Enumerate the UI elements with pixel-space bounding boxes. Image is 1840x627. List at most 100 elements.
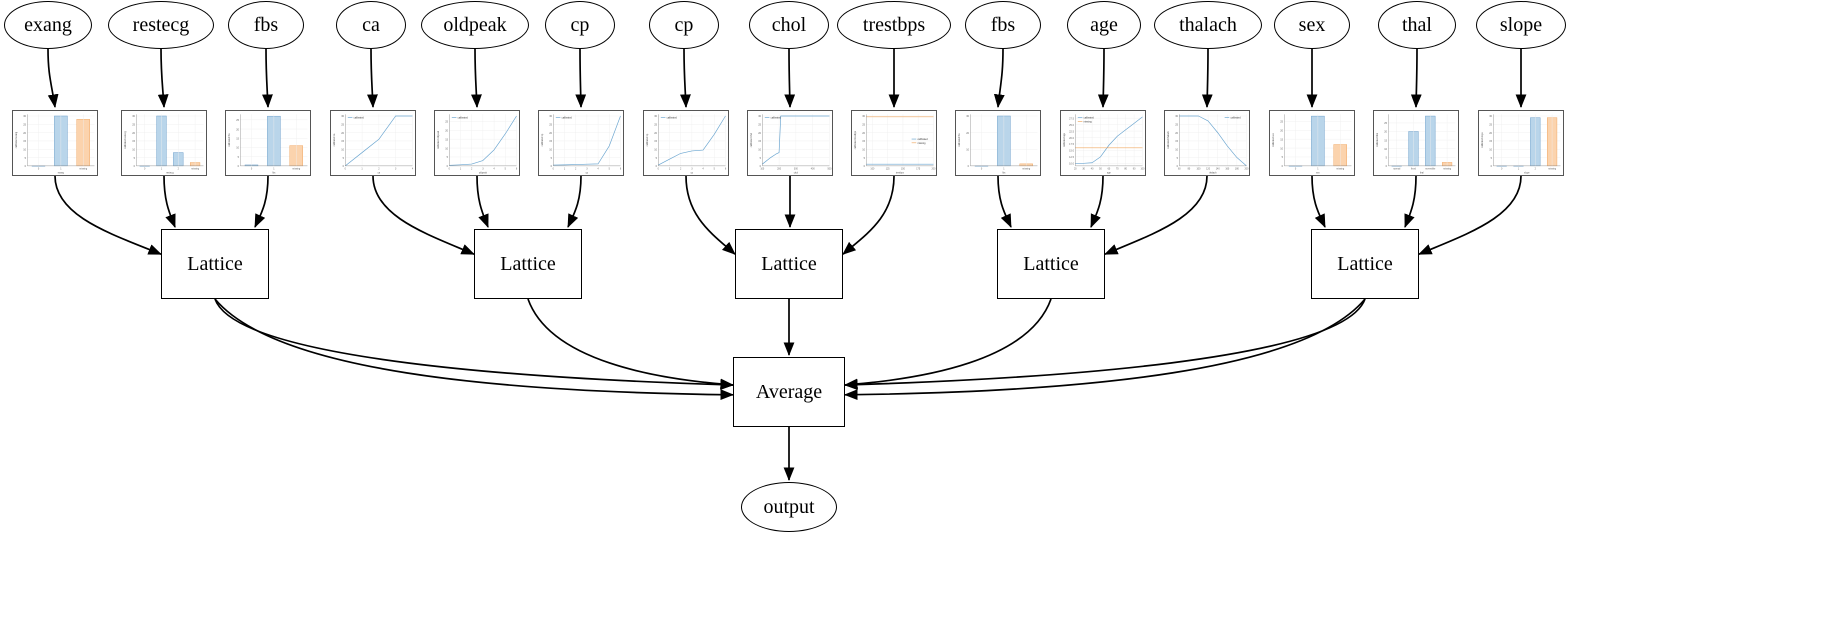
svg-text:25: 25 <box>758 124 761 127</box>
lattice-node-2[interactable]: Lattice <box>735 229 843 299</box>
svg-text:2: 2 <box>1535 169 1537 171</box>
svg-text:15: 15 <box>23 140 26 143</box>
feature-node-restecg[interactable]: restecg <box>108 1 214 49</box>
lattice-node-0[interactable]: Lattice <box>161 229 269 299</box>
svg-text:180: 180 <box>1235 169 1240 171</box>
feature-node-fbs[interactable]: fbs <box>228 1 304 49</box>
plot-xlabel: trestbps <box>896 172 905 175</box>
feature-node-label: age <box>1090 14 1118 36</box>
svg-text:0: 0 <box>251 169 253 171</box>
lattice-node-3[interactable]: Lattice <box>997 229 1105 299</box>
svg-text:calibrated: calibrated <box>1084 117 1095 120</box>
svg-text:5: 5 <box>447 156 449 159</box>
svg-text:0: 0 <box>449 169 451 171</box>
svg-text:40: 40 <box>1091 169 1094 171</box>
svg-text:25: 25 <box>236 119 239 122</box>
svg-text:4: 4 <box>702 169 704 171</box>
svg-text:5: 5 <box>238 156 240 159</box>
svg-text:0: 0 <box>760 165 762 168</box>
svg-text:1: 1 <box>273 169 275 171</box>
svg-text:5: 5 <box>1177 157 1179 160</box>
feature-node-label: cp <box>674 14 694 36</box>
feature-node-label: fbs <box>990 14 1016 36</box>
graph-edge <box>1404 175 1417 228</box>
svg-text:reversible: reversible <box>1425 168 1436 171</box>
graph-edge <box>1201 48 1213 109</box>
feature-node-thal[interactable]: thal <box>1378 1 1456 49</box>
svg-text:5: 5 <box>714 169 716 171</box>
graph-edge <box>997 175 1012 228</box>
graph-edge <box>567 175 582 228</box>
feature-node-thalach[interactable]: thalach <box>1154 1 1262 49</box>
svg-text:25: 25 <box>23 124 26 127</box>
feature-node-oldpeak[interactable]: oldpeak <box>421 1 529 49</box>
feature-node-sex[interactable]: sex <box>1274 1 1350 49</box>
feature-node-ca[interactable]: ca <box>336 1 406 49</box>
feature-node-exang[interactable]: exang <box>4 1 92 49</box>
svg-text:30: 30 <box>758 115 761 118</box>
svg-text:27.5: 27.5 <box>1069 117 1075 120</box>
svg-text:30: 30 <box>23 115 26 118</box>
feature-node-cp[interactable]: cp <box>649 1 719 49</box>
average-node[interactable]: Average <box>733 357 845 427</box>
svg-text:5: 5 <box>609 169 611 171</box>
svg-text:125: 125 <box>886 169 891 171</box>
svg-text:20: 20 <box>966 132 969 135</box>
svg-text:missing: missing <box>1336 169 1345 171</box>
feature-node-slope[interactable]: slope <box>1476 1 1566 49</box>
feature-node-label: cp <box>570 14 590 36</box>
svg-text:20: 20 <box>132 132 135 135</box>
svg-text:10: 10 <box>654 148 657 151</box>
feature-node-cp[interactable]: cp <box>545 1 615 49</box>
svg-text:200: 200 <box>932 169 936 171</box>
lattice-node-label: Lattice <box>500 252 556 275</box>
graph-edge <box>47 48 59 109</box>
svg-text:1: 1 <box>161 169 163 171</box>
feature-node-label: thal <box>1402 14 1432 36</box>
feature-node-trestbps[interactable]: trestbps <box>837 1 951 49</box>
svg-text:0: 0 <box>551 165 553 168</box>
svg-text:90: 90 <box>1133 169 1136 171</box>
feature-node-age[interactable]: age <box>1067 1 1141 49</box>
svg-text:100: 100 <box>870 169 875 171</box>
plot-xlabel: age <box>1107 173 1112 175</box>
feature-node-chol[interactable]: chol <box>749 1 829 49</box>
svg-text:12.5: 12.5 <box>1069 156 1075 159</box>
svg-text:200: 200 <box>777 169 782 171</box>
svg-text:4: 4 <box>493 169 495 171</box>
feature-node-fbs[interactable]: fbs <box>965 1 1041 49</box>
plot-xlabel: thalach <box>1209 172 1217 175</box>
svg-text:3: 3 <box>482 169 484 171</box>
svg-text:30: 30 <box>966 115 969 118</box>
output-node[interactable]: output <box>741 482 837 532</box>
svg-text:0: 0 <box>553 169 555 171</box>
lattice-node-1[interactable]: Lattice <box>474 229 582 299</box>
svg-text:calibrated: calibrated <box>771 117 782 120</box>
svg-text:5: 5 <box>505 169 507 171</box>
plot-ylabel: calibrated thal <box>1376 133 1379 147</box>
svg-text:1: 1 <box>1317 169 1319 171</box>
lattice-node-4[interactable]: Lattice <box>1311 229 1419 299</box>
svg-text:6: 6 <box>620 169 622 171</box>
graph-edge <box>527 298 735 390</box>
svg-text:60: 60 <box>1108 169 1111 171</box>
lattice-node-label: Lattice <box>187 252 243 275</box>
